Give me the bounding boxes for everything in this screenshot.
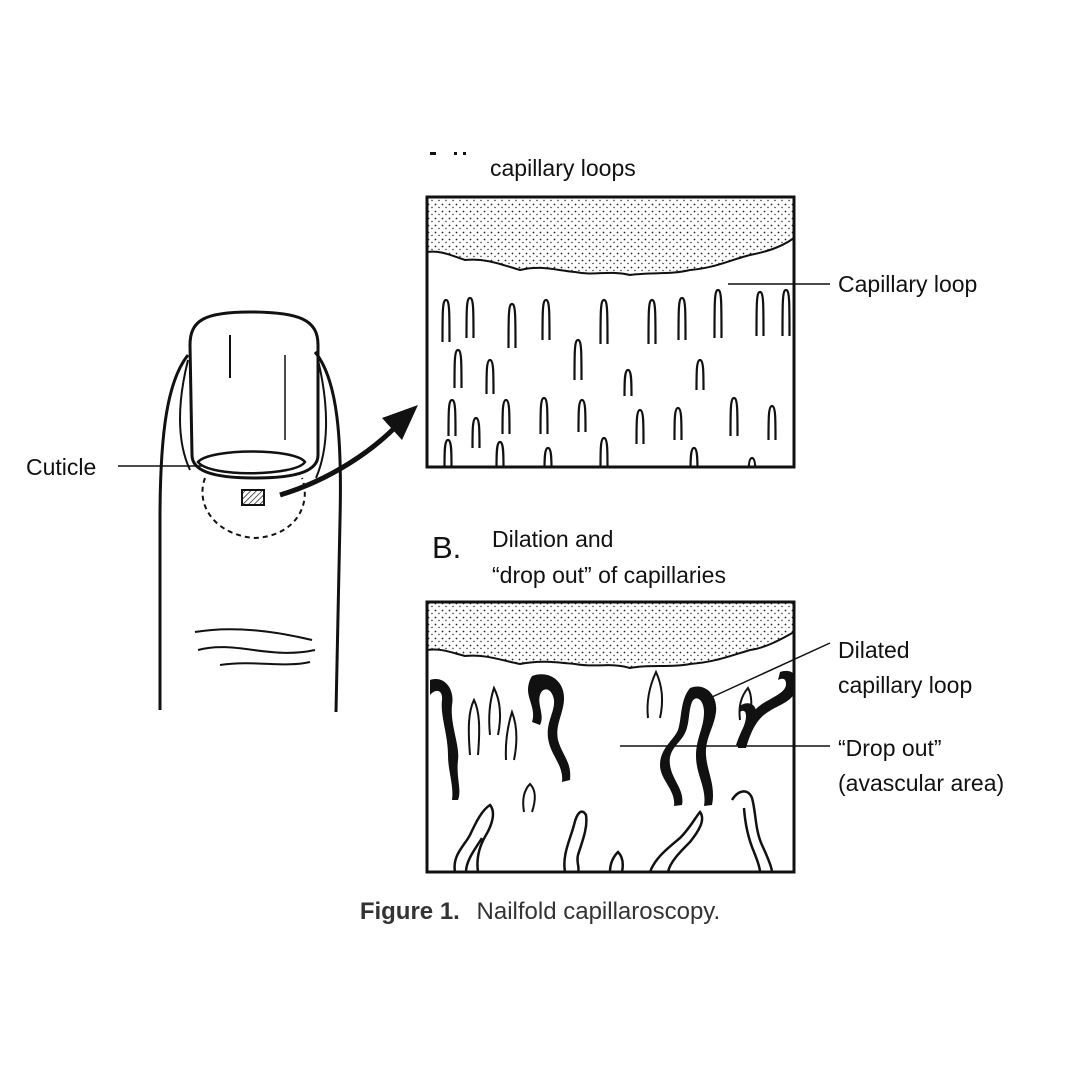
- dilated-loop-label-line-2: capillary loop: [838, 672, 972, 698]
- panel-b-tortuous-loops: [453, 790, 774, 872]
- normal-capillary-loop: [485, 358, 495, 395]
- dilated-loop-left: [430, 679, 460, 800]
- panel-a-normal-capillary-loops: [441, 288, 791, 467]
- finger-illustration: [158, 310, 342, 713]
- fingernail: [188, 310, 320, 480]
- panel-a: capillary loops Capillary loop: [425, 152, 977, 469]
- arrowhead-icon: [382, 405, 418, 440]
- normal-capillary-loop: [573, 338, 583, 381]
- normal-capillary-loop: [443, 438, 453, 467]
- figure-number: Figure 1.: [359, 898, 460, 925]
- panel-b-letter: B.: [432, 530, 461, 565]
- normal-capillary-loop: [647, 298, 657, 345]
- finger-left-outline: [158, 354, 190, 710]
- normal-capillary-loop: [495, 440, 505, 467]
- dropout-label-line-1: “Drop out”: [838, 735, 942, 761]
- normal-capillary-loop: [623, 368, 633, 397]
- knuckle-crease-2: [197, 646, 316, 654]
- normal-capillary-loop: [465, 296, 475, 339]
- panel-b-cuticle-stipple: [427, 602, 794, 668]
- normal-capillary-loop: [689, 446, 699, 467]
- normal-capillary-loop: [755, 290, 765, 337]
- normal-capillary-loop: [541, 298, 551, 341]
- nail-lunula: [196, 450, 307, 475]
- normal-capillary-loop: [673, 406, 683, 441]
- normal-capillary-loop: [507, 302, 517, 349]
- normal-capillary-loop: [453, 348, 463, 389]
- panel-b-header-line-2: “drop out” of capillaries: [492, 562, 726, 588]
- normal-capillary-loop: [599, 298, 609, 345]
- panel-a-header: capillary loops: [490, 155, 636, 181]
- normal-capillary-loop: [539, 396, 549, 435]
- normal-capillary-loop: [441, 298, 451, 343]
- panel-b: B. Dilation and “drop out” of capillarie…: [425, 526, 1004, 874]
- magnification-arrow: [279, 405, 418, 498]
- normal-capillary-loop: [713, 288, 723, 339]
- normal-capillary-loop: [767, 404, 777, 441]
- normal-capillary-loop: [635, 408, 645, 445]
- dropout-label-line-2: (avascular area): [838, 770, 1004, 796]
- figure-caption-text: Nailfold capillaroscopy.: [476, 898, 721, 925]
- panel-b-dilated-loops: [430, 671, 794, 806]
- nail-fold-left: [179, 359, 191, 471]
- normal-capillary-loop: [729, 396, 739, 437]
- cuticle-label: Cuticle: [26, 454, 96, 480]
- normal-capillary-loop: [543, 446, 553, 467]
- panel-a-cut-off-heading-fragment: [430, 152, 466, 155]
- normal-capillary-loop: [599, 436, 609, 467]
- proximal-nailfold-dashed: [201, 477, 306, 540]
- panel-b-cuticle-edge: [427, 631, 794, 670]
- panel-a-frame: [425, 195, 796, 469]
- normal-capillary-loop: [747, 456, 757, 467]
- dilated-loop-label-line-1: Dilated: [838, 637, 910, 663]
- normal-capillary-loop: [471, 416, 481, 449]
- figure-caption: Figure 1. Nailfold capillaroscopy.: [0, 898, 1080, 926]
- panel-a-cuticle-edge: [427, 237, 794, 277]
- dilated-loop-center-left: [528, 674, 571, 782]
- dilated-loop-right-cluster: [660, 686, 717, 806]
- normal-capillary-loop: [501, 398, 511, 435]
- dilated-loop-leader-line: [711, 642, 831, 698]
- normal-capillary-loop: [781, 288, 791, 337]
- normal-capillary-loop: [447, 398, 457, 437]
- panel-b-header-line-1: Dilation and: [492, 526, 613, 552]
- normal-capillary-loop: [677, 296, 687, 341]
- finger-right-outline: [313, 351, 342, 713]
- panel-b-thin-loops: [467, 669, 753, 813]
- dilated-loop-far-right-2: [738, 703, 757, 748]
- normal-capillary-loop: [695, 358, 705, 391]
- panel-a-cuticle-stipple: [427, 197, 794, 275]
- panel-b-frame: [425, 600, 796, 874]
- capillary-loop-label: Capillary loop: [838, 271, 977, 297]
- normal-capillary-loop: [577, 398, 587, 433]
- nail-fold-right: [315, 359, 327, 479]
- knuckle-crease-3: [219, 661, 311, 666]
- examination-area-square: [241, 489, 265, 506]
- knuckle-crease-1: [194, 628, 313, 641]
